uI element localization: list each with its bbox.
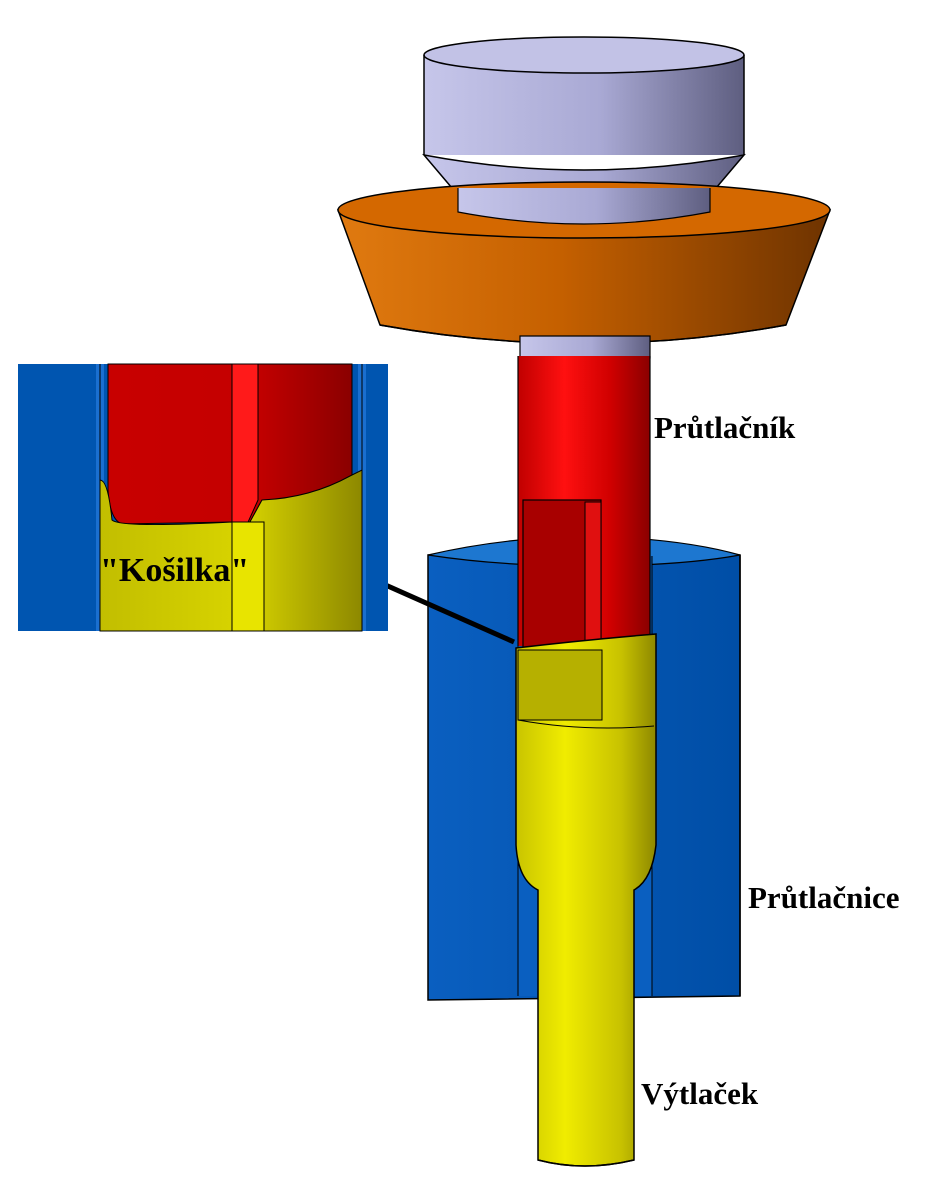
detail-inset — [18, 363, 388, 632]
workpiece — [515, 633, 657, 1167]
punch-holder — [336, 181, 832, 345]
shell-label: "Košilka" — [100, 552, 250, 589]
extrusion-label: Výtlaček — [641, 1076, 759, 1111]
die-label: Průtlačnice — [748, 880, 900, 915]
punch — [517, 356, 651, 653]
punch-label: Průtlačník — [654, 410, 796, 445]
